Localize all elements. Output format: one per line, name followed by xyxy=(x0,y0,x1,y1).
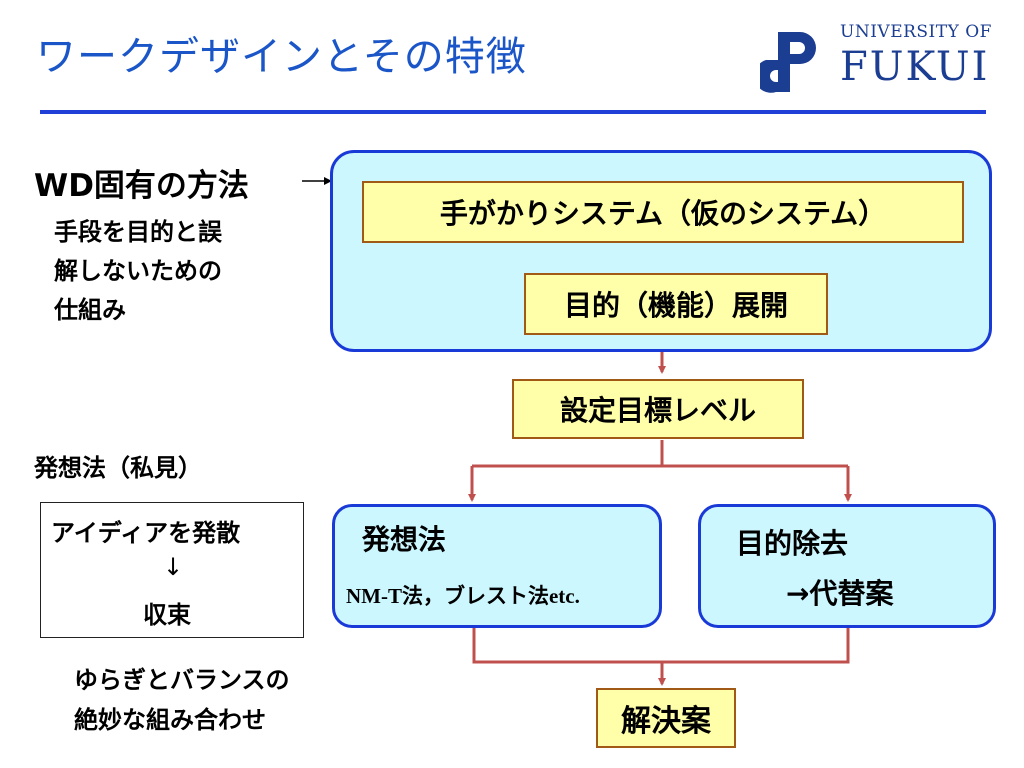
purpose-expansion-box: 目的（機能）展開 xyxy=(524,273,828,335)
diverge-text: アイディアを発散 xyxy=(51,519,241,547)
logo-text-fukui: FUKUI xyxy=(840,44,990,90)
page-title: ワークデザインとその特徴 xyxy=(36,34,527,80)
clue-system-box: 手がかりシステム（仮のシステム） xyxy=(362,181,964,243)
wd-method-label: WD固有の方法 xyxy=(34,168,249,204)
converge-text: 収束 xyxy=(143,601,191,629)
merge-connector xyxy=(472,628,850,664)
logo-text-university: UNIVERSITY OF xyxy=(840,22,992,42)
target-level-box: 設定目標レベル xyxy=(512,379,804,439)
university-emblem-icon xyxy=(760,32,816,93)
ideation-methods: NM-T法，ブレスト法etc. xyxy=(346,584,580,608)
title-divider xyxy=(40,110,986,114)
balance-line: ゆらぎとバランスの xyxy=(74,666,290,694)
branch-connector xyxy=(472,440,664,468)
ideation-opinion-label: 発想法（私見） xyxy=(34,454,202,482)
diverge-converge-box: アイディアを発散 ↓ 収束 xyxy=(40,502,304,638)
purpose-removal-title: 目的除去 xyxy=(736,527,849,560)
ideation-panel xyxy=(332,504,662,628)
purpose-removal-panel xyxy=(698,504,996,628)
wd-desc-line: 仕組み xyxy=(54,296,126,324)
wd-desc-line: 解しないための xyxy=(54,257,222,285)
down-arrow-text: ↓ xyxy=(163,553,184,581)
university-logo: UNIVERSITY OF FUKUI xyxy=(760,22,1010,98)
wd-desc-line: 手段を目的と誤 xyxy=(54,218,222,246)
alternative-plan: →代替案 xyxy=(786,577,894,610)
ideation-title: 発想法 xyxy=(362,523,447,556)
balance-line: 絶妙な組み合わせ xyxy=(74,706,266,734)
solution-box: 解決案 xyxy=(596,688,736,748)
